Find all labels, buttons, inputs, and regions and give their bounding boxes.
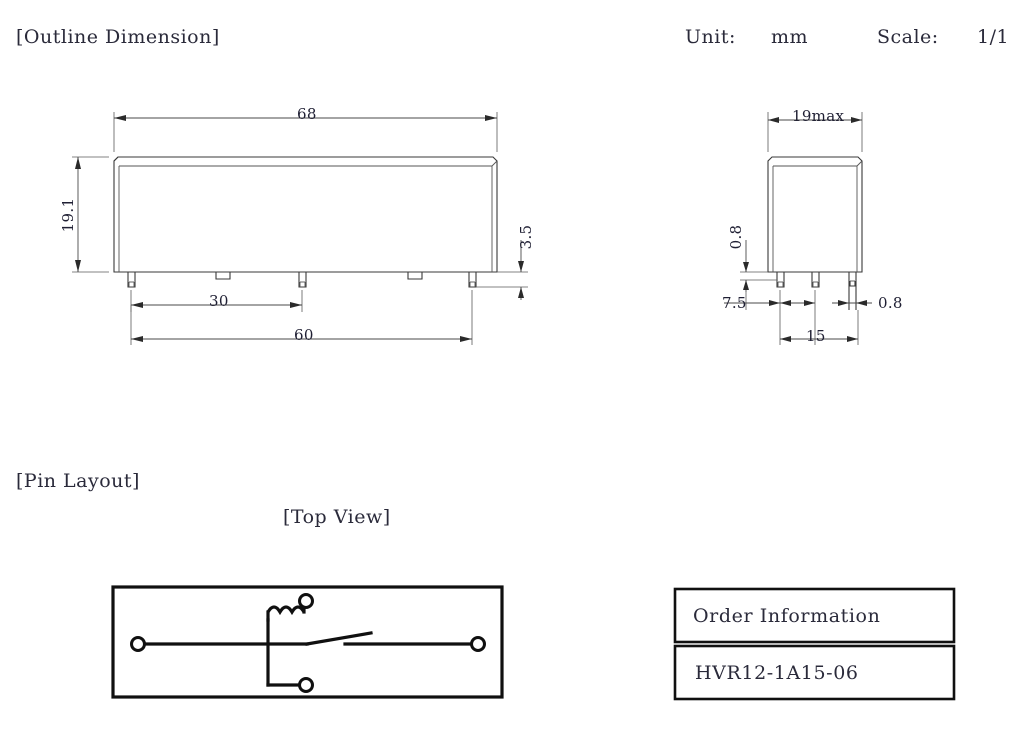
terminal-right <box>470 636 486 652</box>
unit-value: mm <box>771 26 809 48</box>
dim-overall-width: 68 <box>297 105 317 123</box>
scale-label: Scale: <box>877 26 939 48</box>
top-view-label: [Top View] <box>283 506 391 528</box>
dim-pin-pitch-inner: 30 <box>209 292 229 310</box>
unit-label: Unit: <box>685 26 736 48</box>
scale-value: 1/1 <box>977 26 1010 48</box>
order-information-header: Order Information <box>693 605 881 627</box>
dim-pin-span-front: 60 <box>294 326 314 344</box>
terminal-coil-top <box>298 593 314 609</box>
dim-pin-edge-distance: 7.5 <box>722 294 747 312</box>
dim-pin-thickness: 0.8 <box>878 294 903 312</box>
order-information-part-number: HVR12-1A15-06 <box>695 662 859 684</box>
terminal-left <box>130 636 146 652</box>
dim-pin-span-side: 15 <box>806 327 826 345</box>
pin-layout-title: [Pin Layout] <box>16 470 140 492</box>
terminal-coil-bottom <box>298 677 314 693</box>
dim-depth-max: 19max <box>792 107 845 125</box>
outline-dimension-title: [Outline Dimension] <box>16 26 220 48</box>
